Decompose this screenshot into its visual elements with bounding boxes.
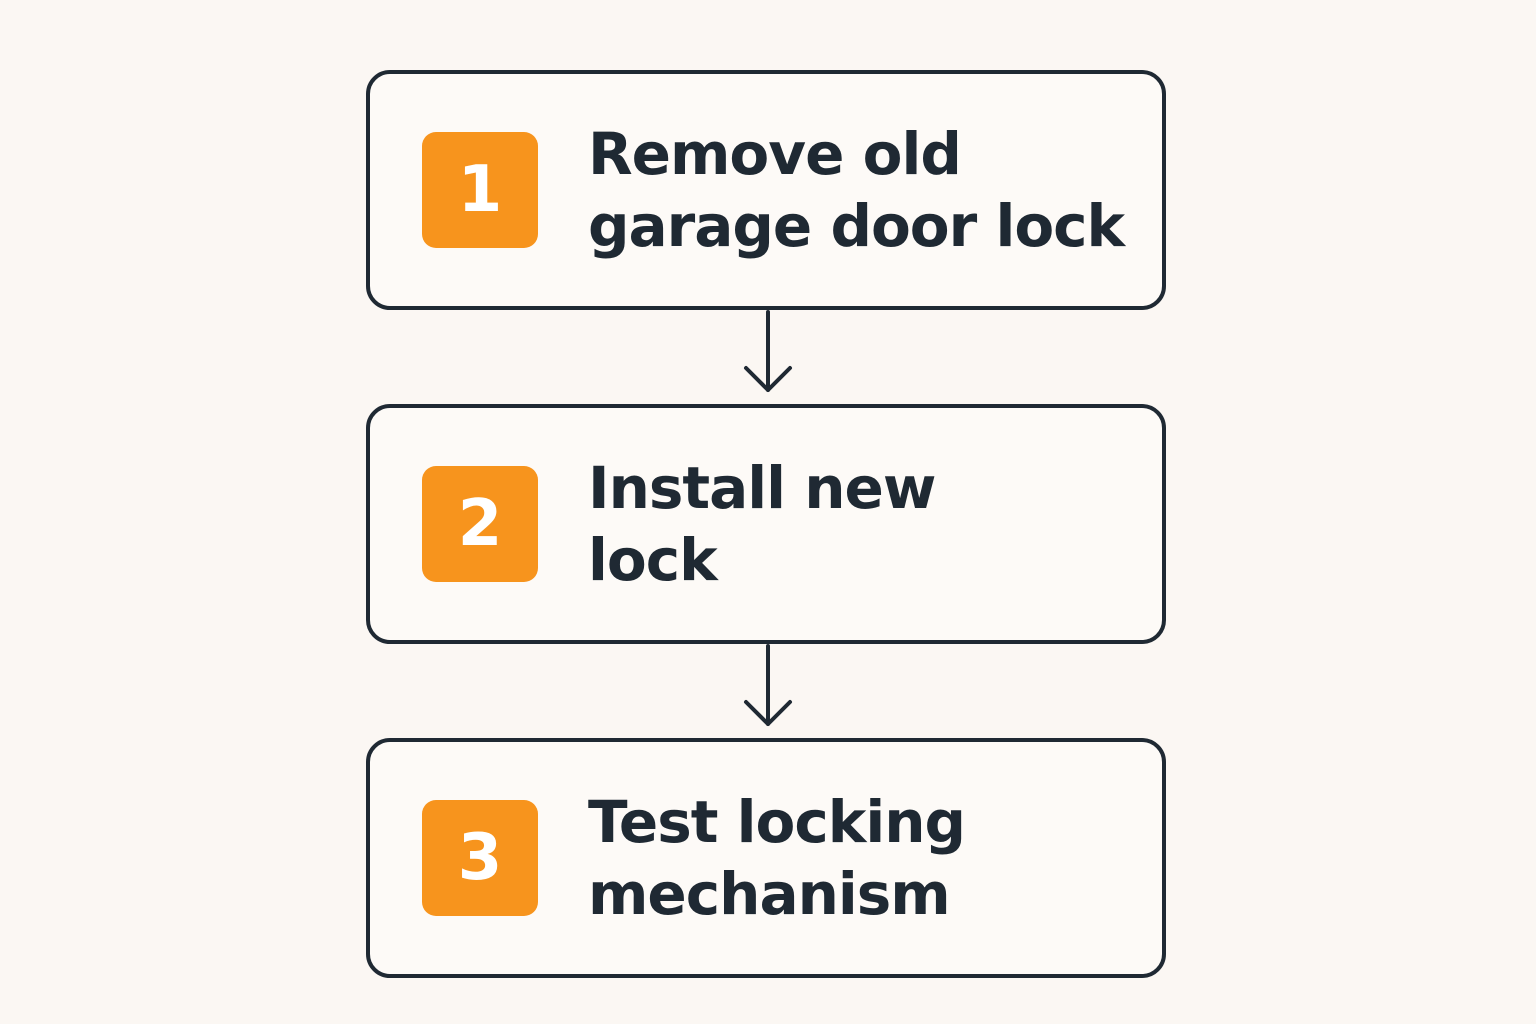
step-3-label-line-2: mechanism — [588, 860, 951, 928]
step-1-badge: 1 — [422, 132, 538, 248]
arrow-down-icon-1 — [744, 310, 792, 392]
step-2-badge: 2 — [422, 466, 538, 582]
step-3-label: Test locking mechanism — [588, 786, 1122, 930]
step-1-box: 1 Remove old garage door lock — [366, 70, 1166, 310]
step-1-label-line-1: Remove old — [588, 120, 962, 188]
step-2-box: 2 Install new lock — [366, 404, 1166, 644]
step-2-label-line-2: lock — [588, 526, 718, 594]
step-2-label: Install new lock — [588, 452, 1122, 596]
step-3-box: 3 Test locking mechanism — [366, 738, 1166, 978]
step-3-label-line-1: Test locking — [588, 788, 966, 856]
step-3-badge: 3 — [422, 800, 538, 916]
step-1-label-line-2: garage door lock — [588, 192, 1125, 260]
arrow-down-icon-2 — [744, 644, 792, 726]
step-2-label-line-1: Install new — [588, 454, 936, 522]
step-1-label: Remove old garage door lock — [588, 118, 1125, 262]
